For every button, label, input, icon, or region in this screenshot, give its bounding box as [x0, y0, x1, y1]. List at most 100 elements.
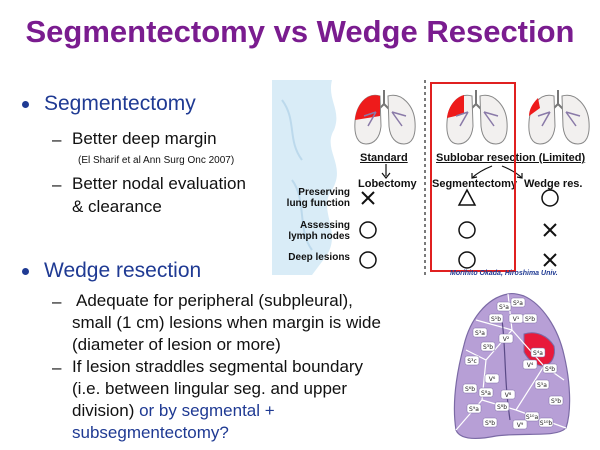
segment-label-box — [496, 301, 512, 312]
segment-label-box — [522, 313, 538, 324]
segment-label-box — [510, 297, 526, 308]
segment-label-box — [472, 327, 488, 338]
wedge-point-2-line-3: division) or by segmental + — [72, 400, 275, 422]
segment-label: S⁹a — [469, 406, 479, 413]
segment-label-box — [484, 373, 500, 384]
segment-label-box — [478, 387, 494, 398]
wedge-point-1-line-3: (diameter of lesion or more) — [72, 335, 281, 354]
wedge-point-2-line-1: If lesion straddles segmental boundary — [72, 357, 364, 376]
matrix-deep-1-circle-icon — [458, 251, 476, 269]
row-preserving: Preserving lung function — [276, 187, 350, 209]
segment-label-box — [500, 389, 516, 400]
matrix-assessing-1-circle-icon — [458, 221, 476, 239]
bullet-dot — [22, 101, 29, 108]
proc-wedge: Wedge res. — [524, 178, 583, 190]
segment-label-box — [548, 395, 564, 406]
wedge-point-1-line-1: Adequate for peripheral (subpleural), — [76, 291, 353, 310]
segment-label-box — [538, 417, 554, 428]
point-deep-margin: Better deep margin — [72, 129, 217, 148]
segment-label: S²b — [525, 316, 535, 323]
dashed-divider — [424, 80, 426, 275]
slide-title: Segmentectomy vs Wedge Resection — [25, 14, 575, 49]
row-deep: Deep lesions — [288, 252, 350, 263]
segment-label: S³b — [483, 344, 493, 351]
segment-label-box — [464, 355, 480, 366]
matrix-deep-2-cross-icon — [543, 253, 557, 267]
map-background-image — [272, 80, 337, 275]
segment-label: S⁸a — [481, 390, 491, 397]
row-preserving-line-2: lung function — [286, 198, 350, 209]
segment-label: S⁸b — [497, 404, 507, 411]
segment-label-box — [524, 411, 540, 422]
matrix-assessing-0-circle-icon — [359, 221, 377, 239]
segment-label: S¹a — [499, 304, 509, 311]
bullet-dot — [22, 268, 29, 275]
segment-label: S⁵b — [551, 398, 561, 405]
segment-label-box — [494, 401, 510, 412]
wedge-point-2-blue-b: subsegmentectomy? — [72, 423, 229, 442]
lung-segmentectomy-icon — [446, 90, 508, 145]
comparison-diagram: Standard Sublobar resection (Limited) Lo… — [272, 80, 598, 280]
matrix-assessing-2-cross-icon — [543, 223, 557, 237]
segment-label: S¹b — [491, 316, 501, 323]
credit: Morihito Okada, Hiroshima Univ. — [450, 270, 558, 277]
segment-label-box — [480, 341, 496, 352]
segment-label-box — [482, 417, 498, 428]
heading-segmentectomy: Segmentectomy — [44, 92, 196, 115]
segment-label: S⁴a — [533, 350, 543, 357]
segment-label-box — [498, 333, 514, 344]
segment-label: S³a — [475, 330, 485, 337]
wedge-point-2-blue-a: or by segmental + — [134, 401, 275, 420]
segmentectomy-highlight-box — [430, 82, 516, 272]
dash: – — [52, 175, 62, 194]
col-standard: Standard — [360, 152, 408, 164]
segment-label: V⁶ — [489, 376, 496, 383]
row-assessing-line-1: Assessing — [299, 220, 350, 231]
segment-label: V⁴ — [527, 362, 534, 369]
segment-label: V⁸ — [505, 392, 512, 399]
segment-label: S⁵a — [537, 382, 547, 389]
segment-label: S²a — [513, 300, 523, 307]
segment-label-box — [512, 419, 528, 430]
segment-label: S⁹b — [485, 420, 495, 427]
matrix-preserving-0-cross-icon — [361, 191, 375, 205]
segment-label-box — [488, 313, 504, 324]
segment-label: S³c — [467, 358, 477, 365]
matrix-deep-0-circle-icon — [359, 251, 377, 269]
wedge-point-2-line-2: (i.e. between lingular seg. and upper — [72, 379, 348, 398]
point-nodal-evaluation: Better nodal evaluation — [72, 174, 246, 193]
wedge-point-1-line-2: small (1 cm) lesions when margin is wide — [72, 313, 381, 332]
segment-label: S⁴b — [545, 366, 555, 373]
matrix-preserving-2-circle-icon — [541, 189, 559, 207]
segment-label: S⁶b — [465, 386, 475, 393]
segment-label: S¹⁰b — [540, 420, 553, 427]
proc-lobectomy: Lobectomy — [358, 178, 417, 190]
segment-label-box — [462, 383, 478, 394]
dash: – — [52, 130, 62, 149]
col-sublobar: Sublobar resection (Limited) — [436, 152, 586, 164]
lung-lobectomy-icon — [354, 90, 416, 145]
segment-label-box — [530, 347, 546, 358]
segment-label-box — [522, 359, 538, 370]
segment-label-box — [534, 379, 550, 390]
segment-label-box — [466, 403, 482, 414]
segment-label: V¹ — [513, 316, 520, 323]
row-assessing: Assessing lymph nodes — [276, 220, 350, 242]
segment-label: V² — [503, 336, 510, 343]
row-assessing-line-2: lymph nodes — [288, 231, 350, 242]
point-clearance: & clearance — [72, 197, 162, 216]
proc-segmentectomy: Segmentectomy — [432, 178, 517, 190]
wedge-point-2-division: division) — [72, 401, 135, 420]
heading-wedge: Wedge resection — [44, 259, 202, 282]
evaluation-matrix — [359, 188, 559, 269]
segment-label: V⁹ — [517, 422, 524, 429]
dash: – — [52, 358, 62, 377]
row-preserving-line-1: Preserving — [298, 187, 350, 198]
segment-label-box — [542, 363, 558, 374]
citation: (El Sharif et al Ann Surg Onc 2007) — [78, 155, 235, 166]
lung-wedge-icon — [528, 90, 590, 145]
segment-label: S¹⁰a — [526, 414, 539, 421]
dash: – — [52, 292, 62, 311]
